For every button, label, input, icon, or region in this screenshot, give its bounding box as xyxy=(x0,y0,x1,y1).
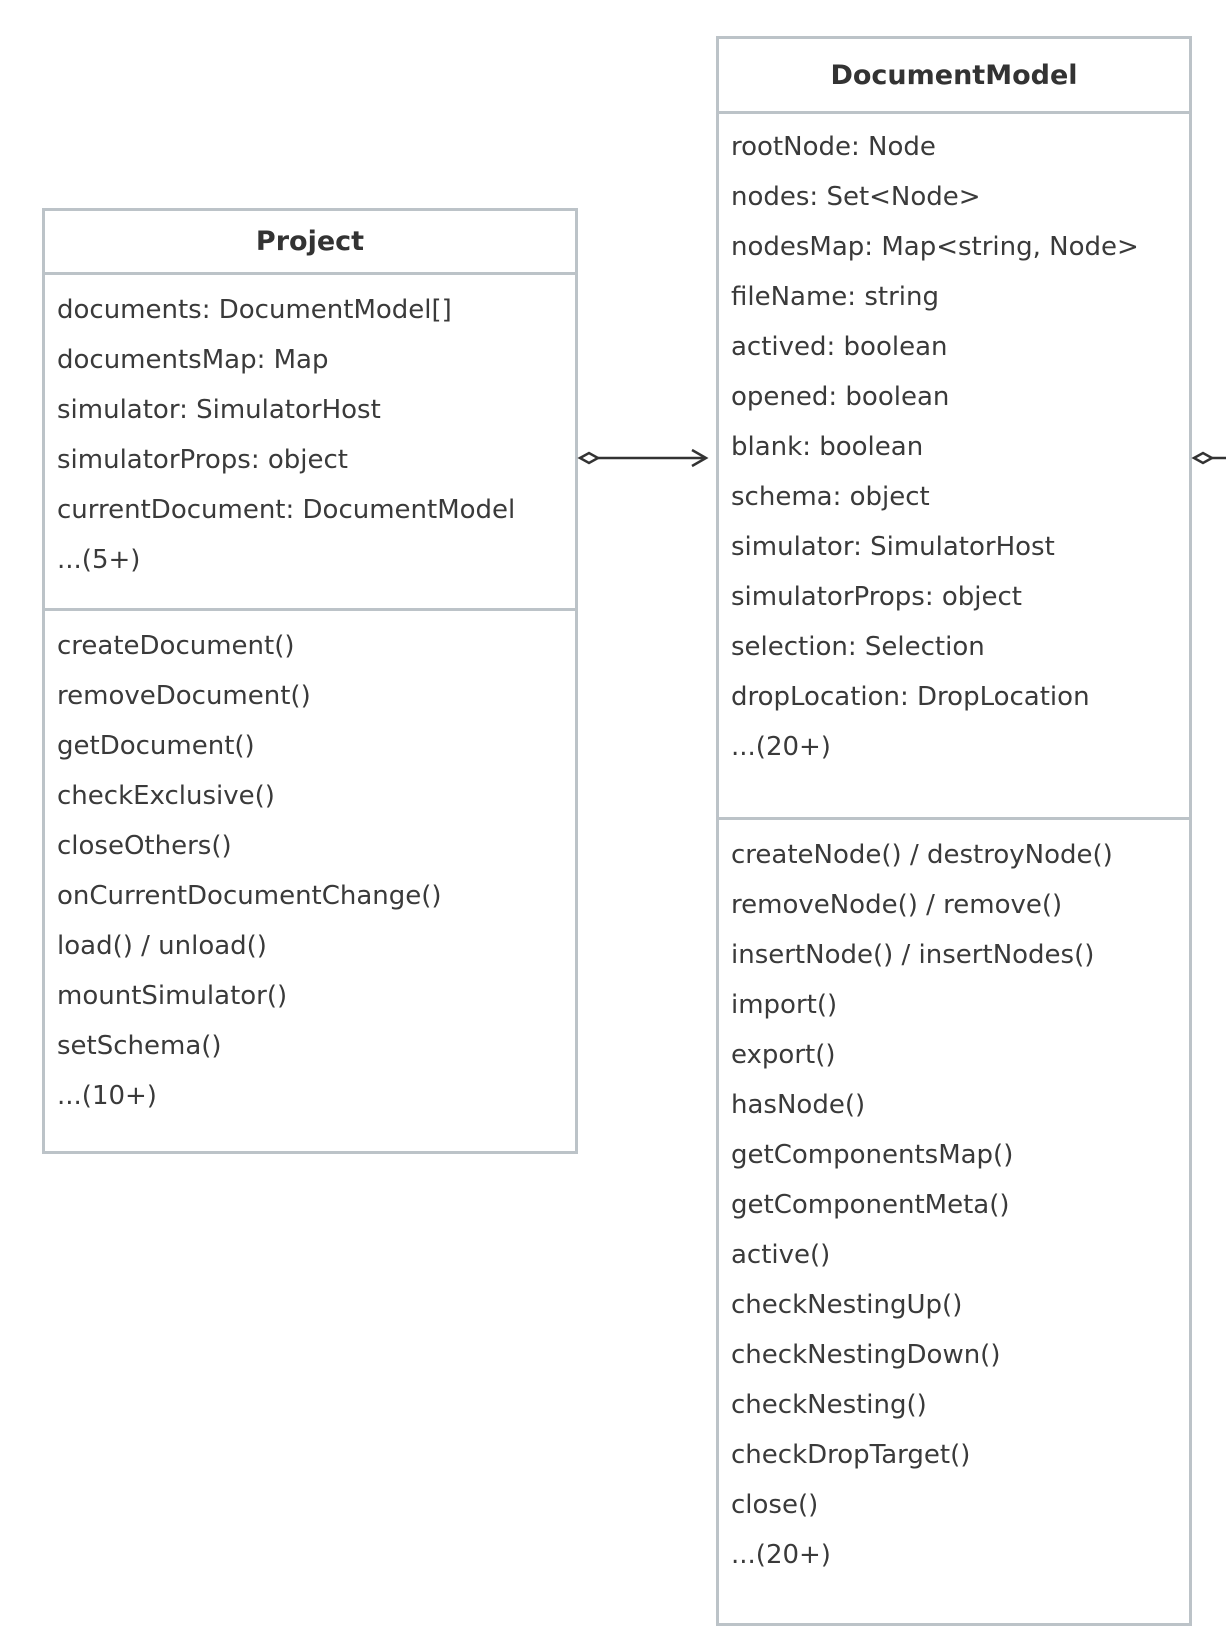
operation: insertNode() / insertNodes() xyxy=(731,940,1095,970)
aggregation-project-to-document-model xyxy=(577,448,709,468)
attribute: simulator: SimulatorHost xyxy=(731,532,1055,562)
operation: getDocument() xyxy=(57,731,255,761)
operation: import() xyxy=(731,990,838,1020)
class-name-document-model: DocumentModel xyxy=(719,39,1189,114)
operation: checkNesting() xyxy=(731,1390,927,1420)
attribute: nodes: Set<Node> xyxy=(731,182,981,212)
operation: active() xyxy=(731,1240,831,1270)
attribute: dropLocation: DropLocation xyxy=(731,682,1090,712)
aggregation-diamond-icon xyxy=(577,451,601,465)
class-box-document-model: DocumentModel rootNode: Node nodes: Set<… xyxy=(716,36,1192,1626)
operation: createDocument() xyxy=(57,631,295,661)
attribute: simulatorProps: object xyxy=(57,445,348,475)
attributes-section-project: documents: DocumentModel[] documentsMap:… xyxy=(45,275,575,611)
attribute: blank: boolean xyxy=(731,432,924,462)
operation: hasNode() xyxy=(731,1090,866,1120)
attribute: currentDocument: DocumentModel xyxy=(57,495,516,525)
attribute: ...(5+) xyxy=(57,545,141,575)
operation: checkDropTarget() xyxy=(731,1440,971,1470)
operation: checkExclusive() xyxy=(57,781,275,811)
arrowhead-icon xyxy=(691,448,709,468)
attribute: simulator: SimulatorHost xyxy=(57,395,381,425)
operation: setSchema() xyxy=(57,1031,222,1061)
attribute: actived: boolean xyxy=(731,332,948,362)
operation: checkNestingDown() xyxy=(731,1340,1001,1370)
class-box-project: Project documents: DocumentModel[] docum… xyxy=(42,208,578,1154)
aggregation-diamond-icon xyxy=(1191,451,1215,465)
operation: checkNestingUp() xyxy=(731,1290,963,1320)
attribute: schema: object xyxy=(731,482,930,512)
attributes-section-document-model: rootNode: Node nodes: Set<Node> nodesMap… xyxy=(719,114,1189,820)
attribute: rootNode: Node xyxy=(731,132,936,162)
operation: load() / unload() xyxy=(57,931,267,961)
operation: ...(10+) xyxy=(57,1081,157,1111)
attribute: documents: DocumentModel[] xyxy=(57,295,452,325)
operation: onCurrentDocumentChange() xyxy=(57,881,442,911)
operation: getComponentMeta() xyxy=(731,1190,1010,1220)
operation: removeDocument() xyxy=(57,681,311,711)
operation: close() xyxy=(731,1490,819,1520)
attribute: documentsMap: Map xyxy=(57,345,329,375)
attribute: opened: boolean xyxy=(731,382,950,412)
attribute: selection: Selection xyxy=(731,632,985,662)
operation: closeOthers() xyxy=(57,831,232,861)
attribute: nodesMap: Map<string, Node> xyxy=(731,232,1139,262)
operation: ...(20+) xyxy=(731,1540,831,1570)
attribute: simulatorProps: object xyxy=(731,582,1022,612)
operation: createNode() / destroyNode() xyxy=(731,840,1113,870)
operation: removeNode() / remove() xyxy=(731,890,1063,920)
attribute: ...(20+) xyxy=(731,732,831,762)
operation: export() xyxy=(731,1040,836,1070)
operation: getComponentsMap() xyxy=(731,1140,1014,1170)
operations-section-document-model: createNode() / destroyNode() removeNode(… xyxy=(719,820,1189,1580)
class-name-project: Project xyxy=(45,211,575,275)
attribute: fileName: string xyxy=(731,282,939,312)
operation: mountSimulator() xyxy=(57,981,288,1011)
aggregation-document-model-outgoing xyxy=(1191,451,1226,465)
operations-section-project: createDocument() removeDocument() getDoc… xyxy=(45,611,575,1121)
